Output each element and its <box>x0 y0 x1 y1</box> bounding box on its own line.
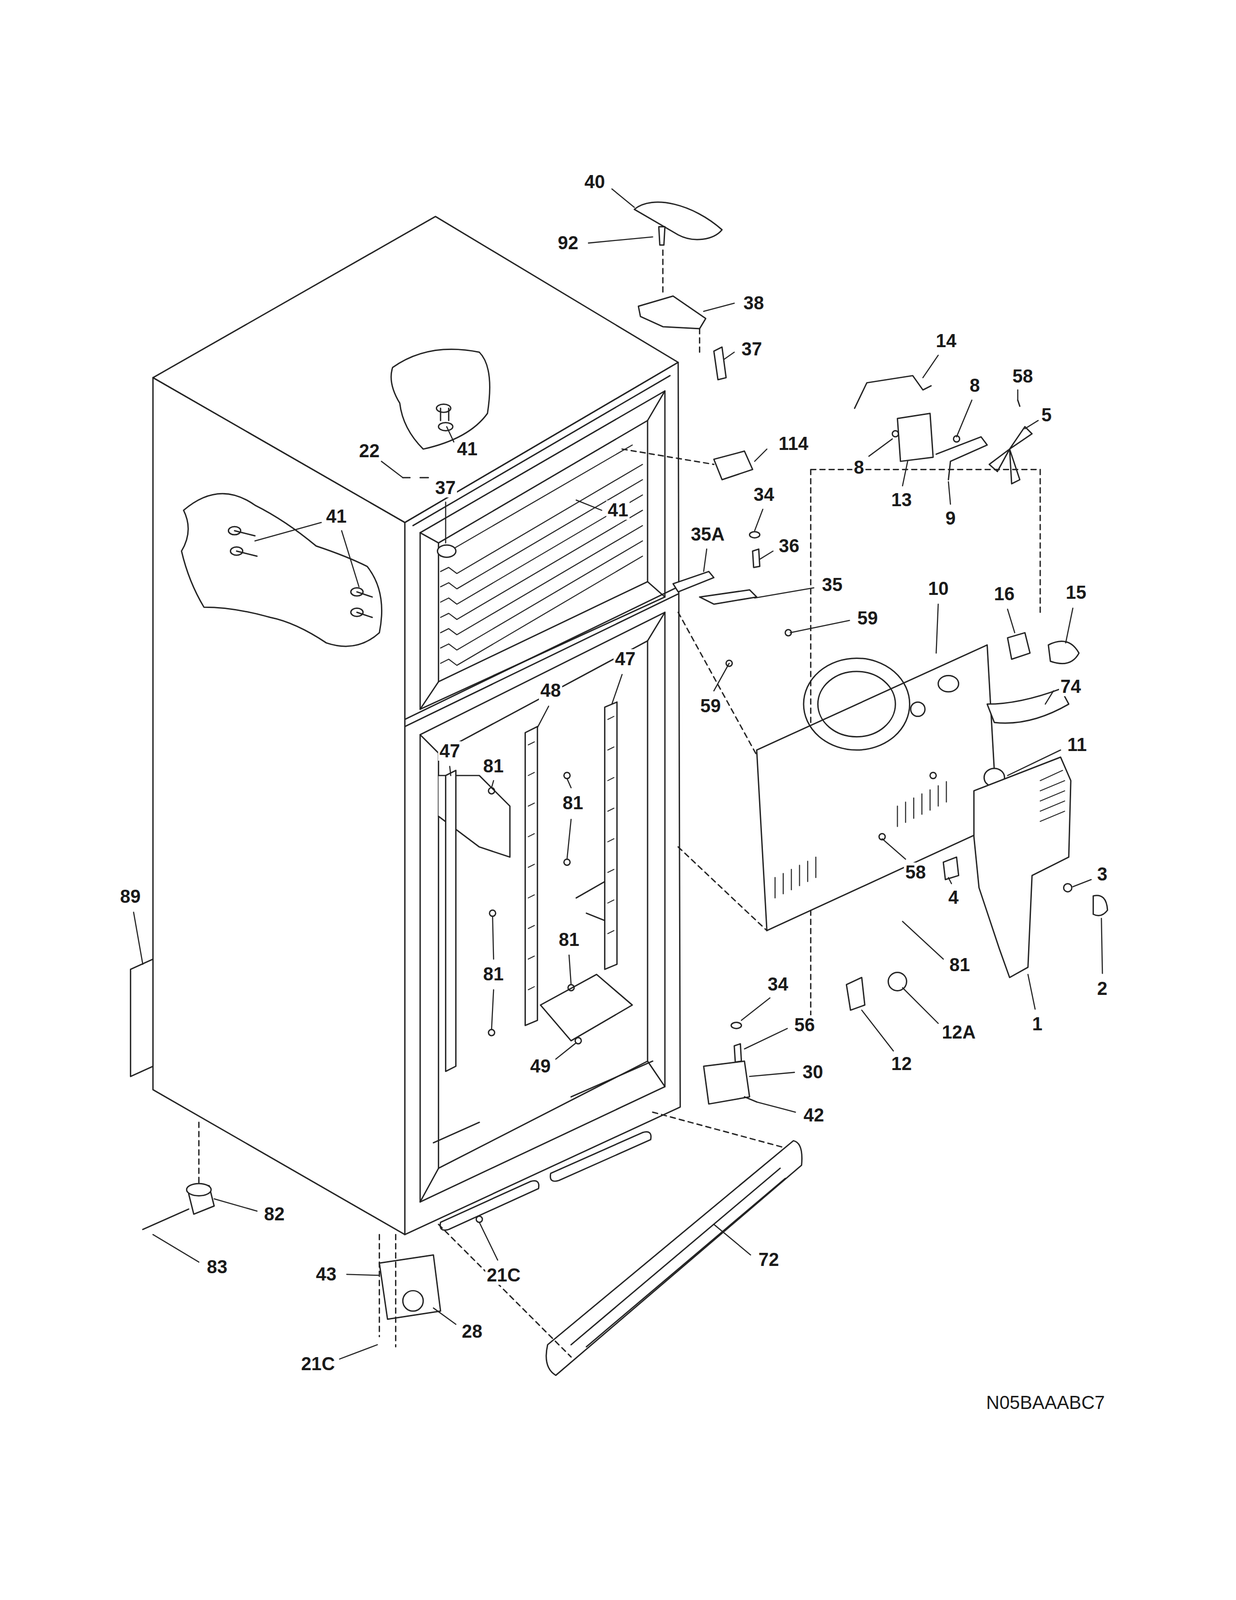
callout-number: 21C <box>485 1265 523 1285</box>
callout-number: 92 <box>556 233 580 253</box>
callout-number: 16 <box>992 584 1016 604</box>
callout-number: 8 <box>967 375 982 396</box>
callout-number: 12 <box>889 1053 914 1074</box>
callout-number: 58 <box>1011 366 1035 386</box>
callout-number: 15 <box>1064 582 1088 603</box>
callout-number: 35 <box>820 574 844 595</box>
callout-number: 35A <box>689 524 727 544</box>
callout-number: 72 <box>757 1249 781 1269</box>
callout-number: 74 <box>1059 676 1083 697</box>
callout-number: 5 <box>1039 405 1053 425</box>
callout-number: 49 <box>528 1056 553 1076</box>
callout-number: 28 <box>460 1321 484 1341</box>
callout-number: 41 <box>455 439 479 459</box>
callout-number: 34 <box>766 974 790 994</box>
callout-number: 114 <box>776 433 810 454</box>
callout-number: 4 <box>946 887 960 907</box>
callout-number: 2 <box>1095 978 1109 999</box>
callout-number: 34 <box>752 484 776 505</box>
callout-number: 81 <box>481 756 506 776</box>
callout-number: 38 <box>742 293 766 313</box>
callout-number: 89 <box>118 886 143 906</box>
callout-number: 10 <box>926 578 951 599</box>
callout-number: 30 <box>801 1061 825 1082</box>
callout-number: 12A <box>940 1022 978 1042</box>
diagram-code: N05BAAABC7 <box>984 1392 1107 1412</box>
callout-number: 3 <box>1095 864 1109 884</box>
callout-number: 21C <box>299 1353 337 1374</box>
callout-number: 8 <box>852 457 866 477</box>
callout-number: 47 <box>438 741 462 761</box>
callout-number: 41 <box>606 500 630 520</box>
callout-number: 41 <box>324 506 349 526</box>
callout-number: 40 <box>583 172 607 192</box>
callout-number: 59 <box>698 696 723 716</box>
callout-number: 81 <box>557 929 581 950</box>
callout-number: 82 <box>262 1204 286 1224</box>
callout-number: 14 <box>934 331 958 351</box>
callout-number: 37 <box>740 339 764 359</box>
callout-number: 22 <box>357 441 381 461</box>
callout-number: 1 <box>1030 1014 1044 1034</box>
callout-number: 13 <box>889 490 914 510</box>
callout-number: 47 <box>613 649 637 669</box>
callout-number: 9 <box>943 508 957 528</box>
callout-number: 83 <box>205 1256 229 1277</box>
callout-number: 37 <box>433 477 458 498</box>
callout-number: 81 <box>561 792 585 813</box>
callout-number: 48 <box>538 680 563 700</box>
callout-number: 42 <box>802 1105 826 1125</box>
callout-number: 43 <box>314 1264 338 1284</box>
callout-number: 56 <box>792 1014 817 1035</box>
callout-number: 81 <box>948 954 972 975</box>
callout-number: 11 <box>1065 734 1089 755</box>
callout-number: 58 <box>903 862 928 882</box>
callout-number: 59 <box>855 608 880 628</box>
callout-number: 81 <box>481 964 506 984</box>
callout-number: 36 <box>777 536 801 556</box>
